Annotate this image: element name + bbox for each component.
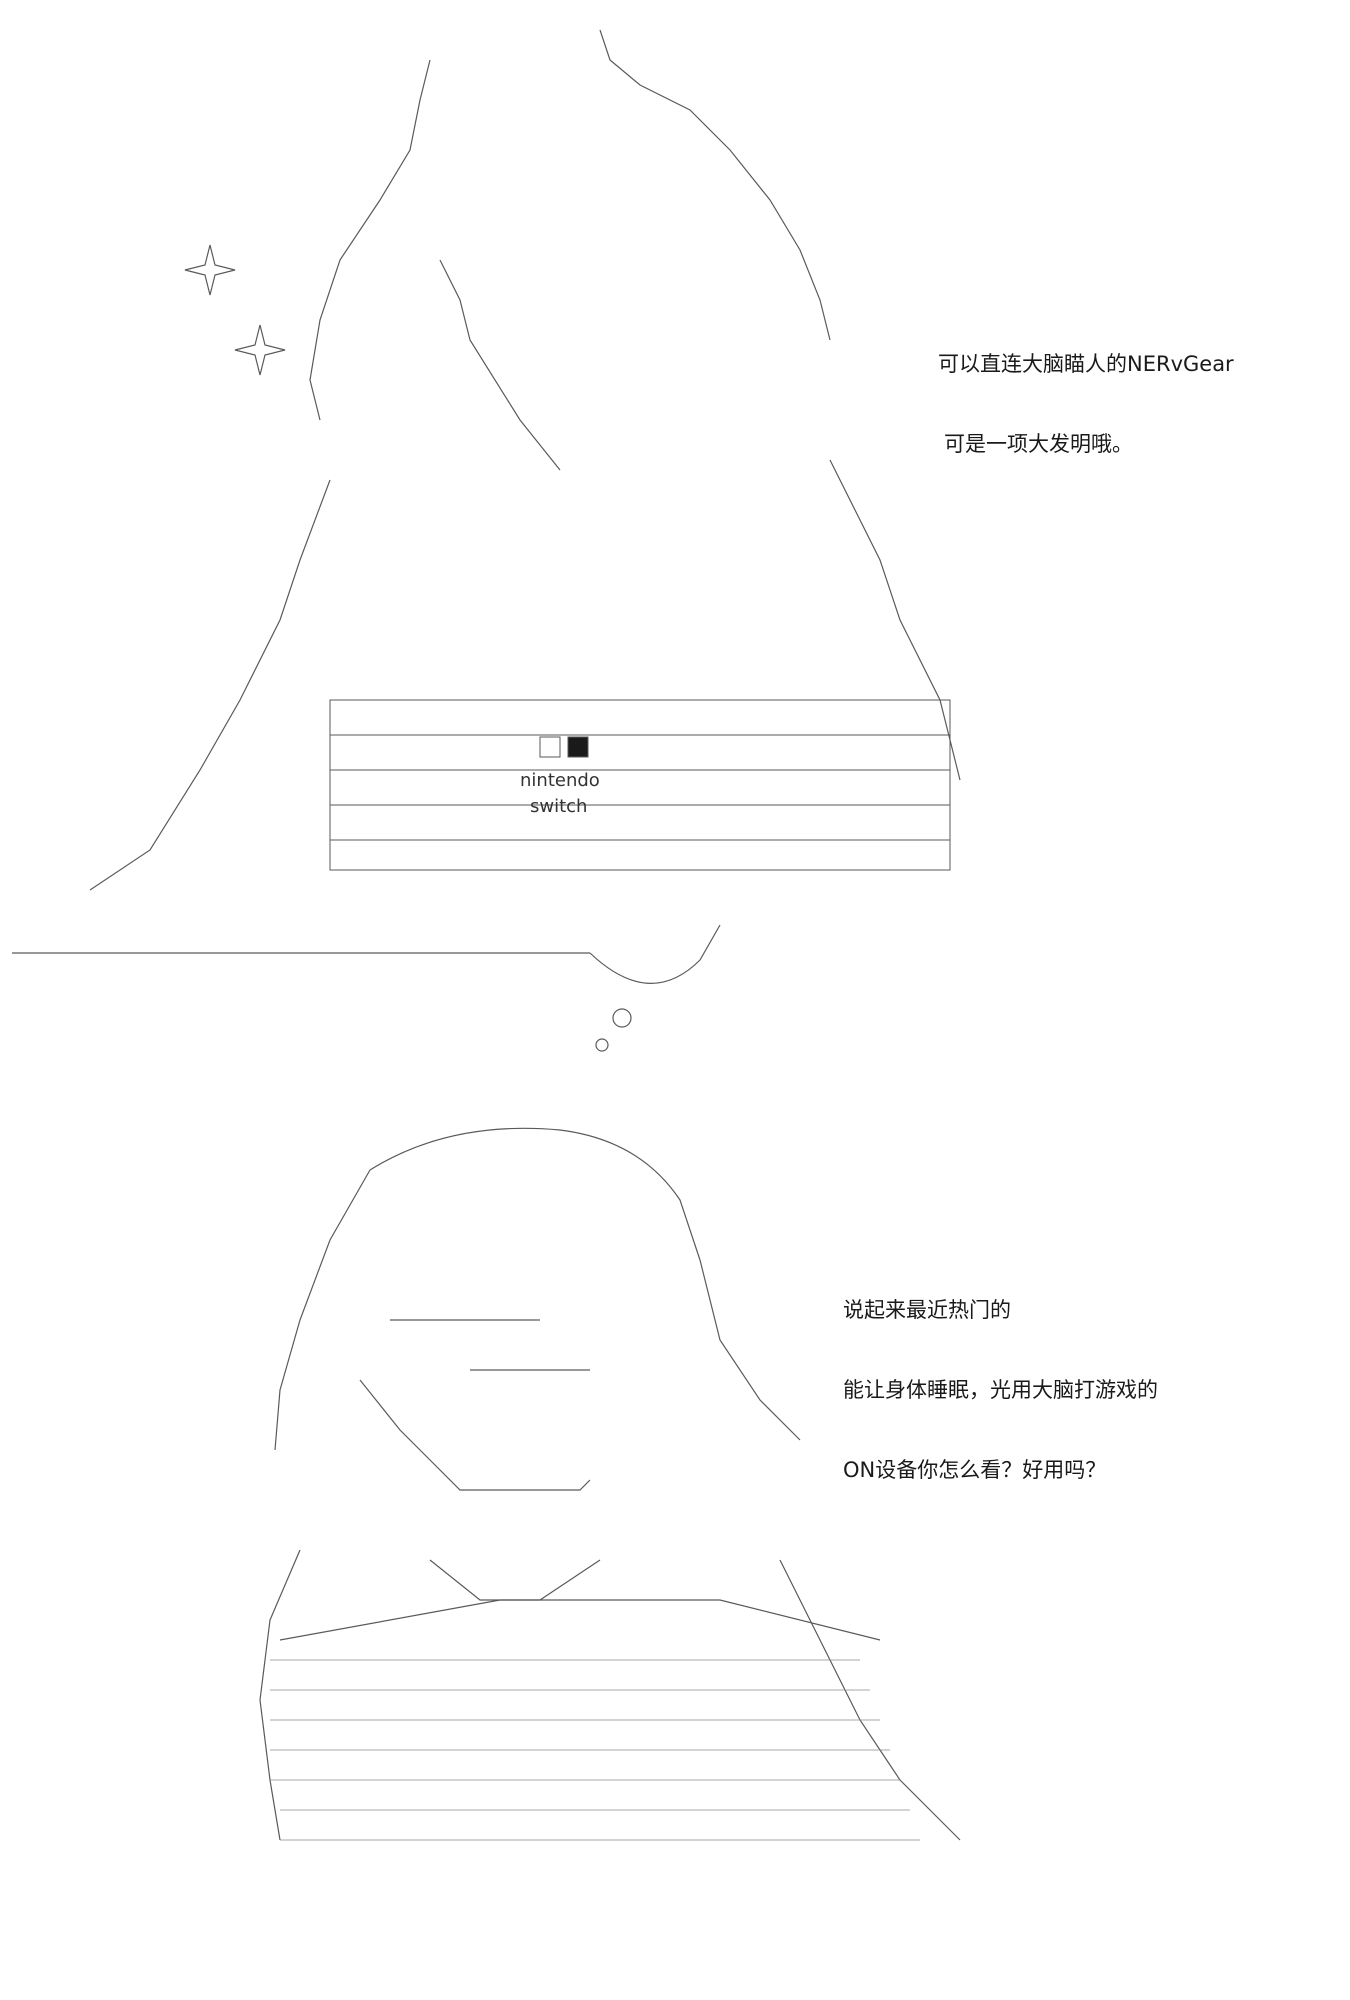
bottom-caption-line-2: 能让身体睡眠，光用大脑打游戏的: [843, 1378, 1158, 1402]
console-model-label: switch: [530, 796, 587, 817]
console-button-open: [539, 736, 561, 758]
console-body: [329, 699, 951, 871]
top-head-outline: [599, 29, 831, 341]
top-head-left: [309, 59, 431, 421]
bottom-head-outline: [369, 1127, 701, 1261]
bottom-caption-line-3: ON设备你怎么看？好用吗？: [843, 1458, 1107, 1482]
top-caption-line-2: 可是一项大发明哦。: [944, 432, 1133, 456]
top-sparkle-2: [234, 324, 286, 376]
bottom-body-left: [259, 1549, 301, 1841]
thought-bubble-dot-small: [595, 1038, 609, 1052]
bottom-collar: [429, 1559, 601, 1601]
bottom-caption-line-1: 说起来最近热门的: [843, 1298, 1011, 1322]
bottom-body-right: [779, 1559, 961, 1841]
top-arm-left: [89, 479, 331, 891]
top-caption-line-1: 可以直连大脑瞄人的NERvGear: [938, 352, 1234, 376]
console-brand-label: nintendo: [520, 770, 600, 791]
thought-bubble-dot-large: [612, 1008, 632, 1028]
console-button-black: [567, 736, 589, 758]
bottom-hair-left: [274, 1169, 371, 1451]
top-arm-right: [829, 459, 961, 781]
bottom-shoulders: [279, 1599, 881, 1641]
top-face-line: [439, 259, 561, 471]
bottom-face-line: [359, 1379, 591, 1491]
bottom-hair-right: [699, 1259, 801, 1441]
top-sparkle-1: [184, 244, 236, 296]
thought-bubble-curve: [589, 924, 721, 984]
